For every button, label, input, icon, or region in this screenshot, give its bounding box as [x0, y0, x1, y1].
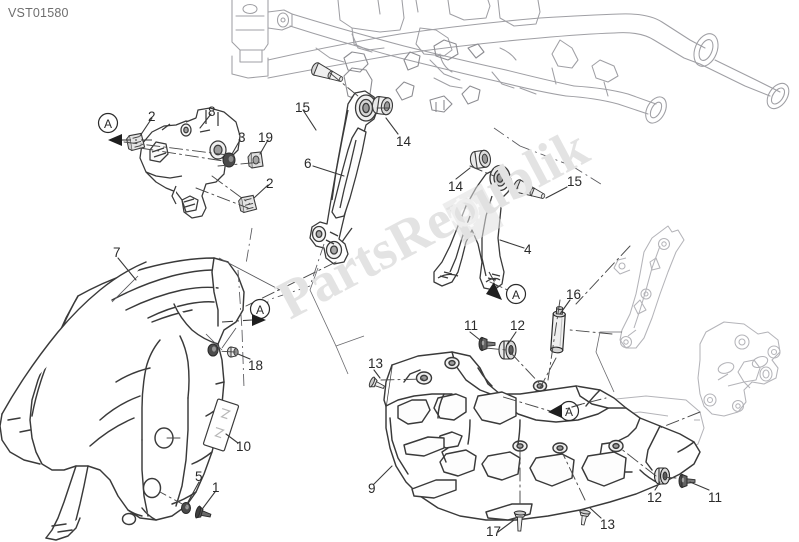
callout-12-lower: 12 — [647, 490, 663, 505]
callout-14-left: 14 — [396, 134, 412, 149]
part-8-mudguard-support-bracket — [139, 107, 241, 219]
section-marker-A1: A — [97, 112, 152, 146]
callout-13-right: 13 — [600, 517, 616, 532]
projection-lines — [111, 127, 605, 389]
part-14-bushing-left — [370, 95, 395, 116]
engine-mount-ghost-upper — [613, 225, 685, 349]
part-3-grommet — [222, 152, 236, 168]
callout-11-upper: 11 — [464, 318, 479, 333]
callout-leader-lines — [117, 109, 710, 533]
callout-16: 16 — [566, 287, 582, 302]
callout-2-upper: 2 — [148, 109, 156, 124]
part-6-left-bracket-arm — [309, 90, 379, 265]
callout-17: 17 — [486, 524, 502, 539]
assembly-axis-lines — [123, 72, 701, 507]
callout-18: 18 — [248, 358, 264, 373]
callout-10: 10 — [236, 439, 252, 454]
part-11-bolt-lower-right — [678, 473, 696, 489]
svg-text:A: A — [104, 117, 112, 131]
callout-11-lower: 11 — [708, 490, 723, 505]
callout-2-lower: 2 — [266, 176, 274, 191]
diagram-code-title: VST01580 — [8, 6, 69, 20]
part-13-screw-bottom-right — [577, 508, 591, 527]
part-4-right-bracket-arm — [433, 164, 513, 291]
part-10-label-decal — [202, 398, 240, 452]
svg-text:A: A — [256, 303, 264, 317]
part-1-screw — [194, 505, 212, 519]
svg-text:A: A — [565, 405, 573, 419]
part-16-spacer-sleeve — [550, 306, 566, 354]
part-9-skid-plate — [383, 351, 701, 521]
part-7-front-mudguard — [0, 257, 245, 541]
section-marker-A2: A — [221, 298, 271, 326]
part-14-bushing-right — [468, 149, 493, 170]
callout-3: 3 — [238, 130, 246, 145]
part-12-bushing-lower-right — [653, 467, 671, 485]
section-marker-A3: A — [486, 271, 527, 305]
part-15-bolt-right — [511, 177, 548, 204]
callout-12-upper: 12 — [510, 318, 526, 333]
part-12-bushing-upper — [498, 340, 517, 360]
callout-19: 19 — [258, 130, 274, 145]
part-17-screw-long — [513, 510, 527, 532]
callout-9: 9 — [368, 481, 376, 496]
callout-8: 8 — [208, 104, 216, 119]
callout-15-left: 15 — [295, 100, 311, 115]
part-13-screw-left — [367, 376, 387, 393]
part-18-grommet — [207, 343, 219, 357]
section-marker-A4: A — [548, 400, 583, 422]
part-19-clip — [247, 151, 264, 169]
callout-4: 4 — [524, 242, 532, 257]
part-11-bolt-upper — [478, 336, 496, 352]
callout-1: 1 — [212, 480, 220, 495]
assembly-frame-outlines — [309, 267, 622, 393]
callout-14-right: 14 — [448, 179, 464, 194]
callout-6: 6 — [304, 156, 312, 171]
callout-15-right: 15 — [567, 174, 583, 189]
svg-text:A: A — [512, 288, 520, 302]
callout-7: 7 — [113, 245, 121, 260]
callout-13-left: 13 — [368, 356, 384, 371]
callout-5: 5 — [195, 469, 203, 484]
engine-mount-ghost-lower — [697, 321, 781, 417]
frame-ghost-assembly — [231, 0, 790, 124]
